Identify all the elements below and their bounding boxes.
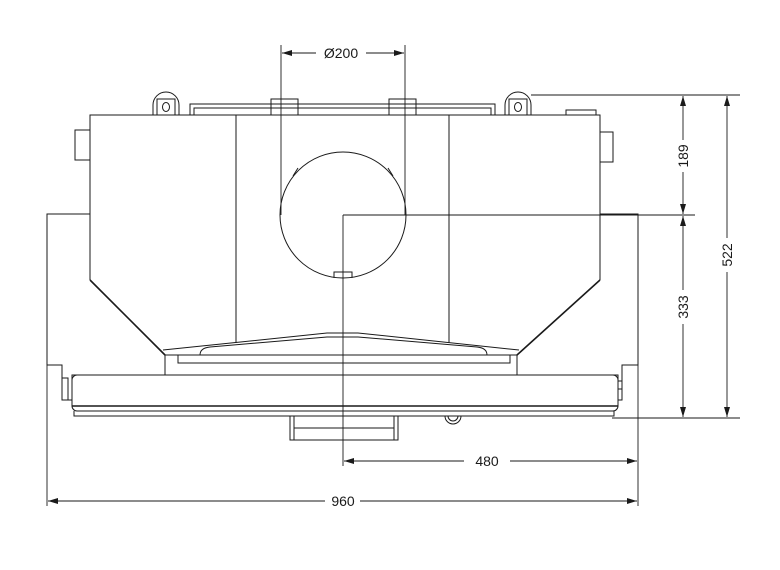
bottom-ring xyxy=(444,415,462,425)
right-bevel xyxy=(516,279,601,356)
dim-480-label: 480 xyxy=(475,453,499,469)
left-side-panel xyxy=(46,213,90,401)
hearth-lip xyxy=(165,354,517,364)
dim-333-label: 333 xyxy=(675,295,691,319)
left-lifting-lug xyxy=(152,91,180,116)
lower-body xyxy=(71,355,619,400)
top-tab-left xyxy=(270,98,299,115)
top-tab-right xyxy=(388,98,417,115)
dimensions: Ø200 189 333 522 480 960 xyxy=(46,45,740,509)
main-body-outline xyxy=(89,114,601,280)
right-tab xyxy=(599,131,614,163)
dim-960-label: 960 xyxy=(331,493,355,509)
base-bottom xyxy=(73,411,615,417)
left-knob xyxy=(61,377,69,401)
hearth-plate xyxy=(199,336,488,356)
flue-diameter-label: Ø200 xyxy=(324,45,358,61)
top-right-plate xyxy=(565,109,597,116)
left-bevel xyxy=(89,279,166,356)
dim-522-label: 522 xyxy=(719,243,735,267)
stove-body xyxy=(46,91,639,441)
hearth-top xyxy=(162,332,520,351)
left-tab xyxy=(74,129,91,161)
right-knob xyxy=(617,380,623,390)
ash-tray xyxy=(289,416,399,441)
right-side-panel xyxy=(600,213,639,401)
dim-189-label: 189 xyxy=(675,144,691,168)
right-lifting-lug xyxy=(504,91,532,116)
top-rail xyxy=(189,103,496,115)
base-plinth xyxy=(71,374,619,412)
